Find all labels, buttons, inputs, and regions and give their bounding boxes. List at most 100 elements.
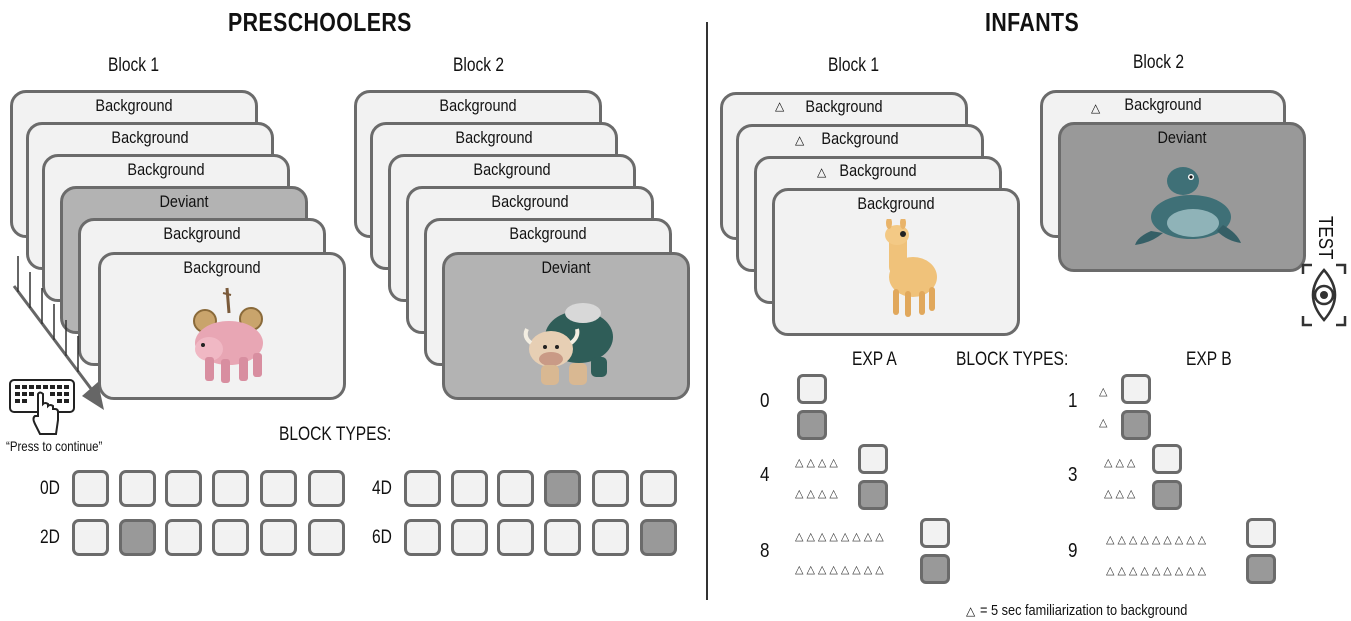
exp-a-row-label: 8 (760, 540, 770, 562)
exp-b-row-label: 9 (1068, 540, 1078, 562)
bull-creature-image (523, 303, 613, 385)
triangle-marker: △ (775, 99, 785, 113)
background-block-square (858, 444, 888, 474)
background-block-square (404, 519, 441, 556)
card-label: Background (439, 96, 517, 115)
background-block-square (592, 470, 629, 507)
triangle-legend: △ = 5 sec familiarization to background (966, 602, 1224, 620)
llama-creature-image (885, 219, 937, 317)
row-label-6d: 6D (372, 527, 392, 548)
card-label: Background (455, 128, 533, 147)
exp-b-label: EXP B (1186, 349, 1232, 370)
deviant-block-square (858, 480, 888, 510)
familiarization-triangles: △△△△△△△△△ (1106, 565, 1210, 577)
background-block-square (640, 470, 677, 507)
infants-block-types-label: BLOCK TYPES: (956, 349, 1069, 370)
exp-a-row-label: 0 (760, 390, 770, 412)
infants-title: INFANTS (985, 7, 1080, 37)
card-label: Deviant (1157, 128, 1207, 147)
test-label: TEST (1314, 216, 1336, 260)
section-divider (706, 22, 708, 600)
deviant-card-front: Deviant (442, 252, 690, 400)
background-block-square (1246, 518, 1276, 548)
triangle-marker: △ (795, 133, 805, 147)
card-label: Background (857, 194, 935, 213)
deviant-block-square (119, 519, 156, 556)
exp-b-row-label: 1 (1068, 390, 1078, 412)
row-label-4d: 4D (372, 478, 392, 499)
background-block-square (212, 470, 249, 507)
background-block-square (212, 519, 249, 556)
familiarization-triangles: △△△ (1104, 488, 1139, 500)
row-label-2d: 2D (40, 527, 60, 548)
deviant-block-square (1246, 554, 1276, 584)
familiarization-triangles: △△△△△△△△ (795, 564, 887, 576)
card-label: Background (491, 192, 569, 211)
background-block-square (920, 518, 950, 548)
triangle-marker: △ (1091, 101, 1101, 115)
card-label: Background (509, 224, 587, 243)
background-block-square (497, 519, 534, 556)
stimulus-card-front: Background (772, 188, 1020, 336)
exp-b-row-label: 3 (1068, 464, 1078, 486)
card-label: Background (839, 161, 917, 180)
infants-block2-label: Block 2 (1133, 52, 1185, 73)
card-label: Background (821, 129, 899, 148)
row-label-0d: 0D (40, 478, 60, 499)
ram-creature-image (193, 287, 263, 383)
background-block-square (165, 519, 202, 556)
familiarization-triangles: △△△△△△△△△ (1106, 534, 1210, 546)
card-label: Background (805, 97, 883, 116)
background-block-square (165, 470, 202, 507)
preschoolers-block-types-label: BLOCK TYPES: (279, 424, 392, 445)
card-label: Deviant (159, 192, 209, 211)
time-arrow-icon (12, 256, 104, 410)
background-block-square (72, 519, 109, 556)
background-block-square (451, 519, 488, 556)
seal-creature-image (1135, 167, 1241, 245)
deviant-block-square (1152, 480, 1182, 510)
deviant-block-square (1121, 410, 1151, 440)
exp-a-row-label: 4 (760, 464, 770, 486)
background-block-square (497, 470, 534, 507)
card-label: Background (183, 258, 261, 277)
deviant-block-square (544, 470, 581, 507)
background-block-square (1121, 374, 1151, 404)
deviant-block-square (640, 519, 677, 556)
familiarization-triangles: △△△△△△△△ (795, 531, 887, 543)
keyboard-press-icon (9, 379, 75, 435)
press-to-continue-label: “Press to continue” (6, 438, 103, 454)
card-label: Background (163, 224, 241, 243)
card-label: Background (127, 160, 205, 179)
background-block-square (544, 519, 581, 556)
deviant-block-square (920, 554, 950, 584)
background-block-square (260, 519, 297, 556)
background-block-square (308, 470, 345, 507)
stimulus-card-front: Background (98, 252, 346, 400)
background-block-square (260, 470, 297, 507)
familiarization-triangles: △ (1099, 417, 1111, 429)
background-block-square (797, 374, 827, 404)
deviant-block-square (797, 410, 827, 440)
background-block-square (308, 519, 345, 556)
preschoolers-title: PRESCHOOLERS (228, 7, 412, 37)
background-block-square (72, 470, 109, 507)
deviant-card-front: Deviant (1058, 122, 1306, 272)
card-label: Background (1124, 95, 1202, 114)
preschoolers-block2-label: Block 2 (453, 55, 505, 76)
background-block-square (1152, 444, 1182, 474)
eye-tracking-icon (1301, 263, 1347, 327)
preschoolers-block1-label: Block 1 (108, 55, 160, 76)
exp-a-label: EXP A (852, 349, 897, 370)
background-block-square (592, 519, 629, 556)
triangle-icon: △ (966, 604, 976, 618)
card-label: Deviant (541, 258, 591, 277)
card-label: Background (111, 128, 189, 147)
background-block-square (119, 470, 156, 507)
infants-block1-label: Block 1 (828, 55, 880, 76)
card-label: Background (95, 96, 173, 115)
legend-text: = 5 sec familiarization to background (979, 602, 1187, 619)
familiarization-triangles: △△△△ (795, 457, 841, 469)
triangle-marker: △ (817, 165, 827, 179)
familiarization-triangles: △△△ (1104, 457, 1139, 469)
